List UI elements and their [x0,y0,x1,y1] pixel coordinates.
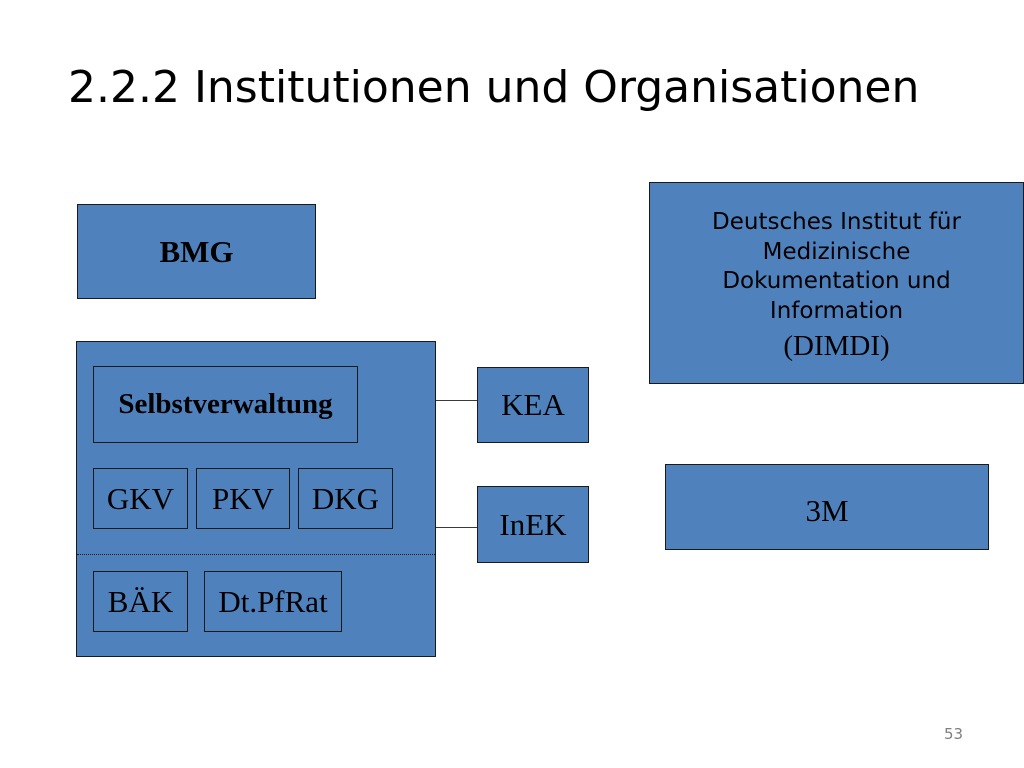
inek-box: InEK [477,486,589,563]
dtpfrat-label: Dt.PfRat [218,583,328,619]
dimdi-abbreviation: (DIMDI) [783,330,890,363]
slide-title: 2.2.2 Institutionen und Organisationen [68,62,920,113]
kea-connector [436,400,478,401]
threem-box: 3M [665,464,989,550]
dtpfrat-box: Dt.PfRat [204,571,342,632]
threem-label: 3M [805,493,849,528]
dimdi-box: Deutsches Institut für Medizinische Doku… [649,182,1024,384]
dimdi-line-3: Dokumentation und [722,268,951,295]
selbstverwaltung-box: Selbstverwaltung [93,366,358,443]
group-divider [77,554,435,555]
inek-connector [436,527,478,528]
inek-label: InEK [499,506,567,542]
pkv-box: PKV [196,468,290,529]
dimdi-line-2: Medizinische [762,238,911,265]
gkv-box: GKV [93,468,188,529]
dimdi-line-4: Information [769,298,904,325]
kea-label: KEA [501,387,565,422]
gkv-label: GKV [106,480,175,516]
pkv-label: PKV [211,480,274,516]
bmg-label: BMG [159,233,234,269]
dkg-label: DKG [311,480,380,516]
bmg-box: BMG [77,204,316,299]
dimdi-line-1: Deutsches Institut für [712,208,961,235]
kea-box: KEA [477,367,589,443]
selbstverwaltung-label: Selbstverwaltung [118,388,333,420]
baek-box: BÄK [93,571,188,632]
dkg-box: DKG [298,468,393,529]
page-number: 53 [944,725,964,743]
baek-label: BÄK [107,583,174,619]
